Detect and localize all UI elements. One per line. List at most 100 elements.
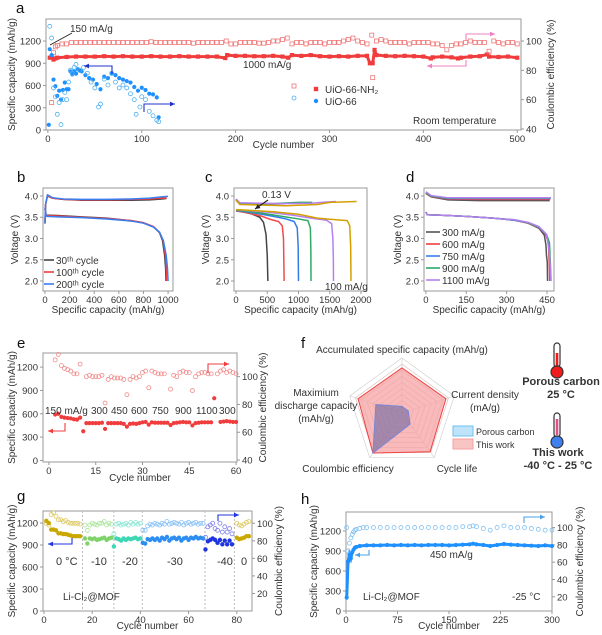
data-point: [439, 42, 445, 48]
porous-carbon-label: Porous carbon: [522, 376, 600, 388]
data-point: [176, 40, 182, 45]
arrow-right-axis-line: [143, 103, 175, 112]
ce-point: [68, 520, 73, 526]
ce-point: [198, 520, 204, 526]
data-point: [392, 40, 398, 45]
data-point: [233, 41, 239, 47]
data-point: [186, 54, 191, 59]
capacity-point: [217, 537, 223, 543]
y-tick-label: 1200: [17, 363, 38, 374]
y-tick-label: 900: [22, 541, 38, 552]
y2-tick-label: 40: [257, 571, 268, 582]
data-point: [318, 54, 323, 59]
data-point: [52, 94, 58, 100]
data-point: [474, 524, 479, 530]
data-point: [453, 542, 458, 548]
arrow-right-axis: [217, 512, 239, 521]
x-axis-label: Specific capacity (mAh/g): [433, 305, 546, 316]
thermometer-fluid: [555, 419, 559, 435]
data-point: [353, 526, 359, 532]
y-tick-label: 2.5: [25, 255, 38, 266]
arrow-left-axis-head: [84, 63, 89, 69]
data-point: [223, 38, 229, 44]
ce-point: [65, 520, 71, 525]
data-point: [453, 41, 459, 47]
data-point: [105, 75, 111, 81]
ce-point: [162, 521, 167, 527]
temperature-label: -20: [122, 556, 138, 568]
y-tick-label: 600: [22, 563, 38, 574]
y-tick-label: 0: [33, 456, 38, 467]
x-tick-label: 45: [184, 466, 195, 477]
data-point: [378, 37, 384, 42]
x-tick-label: 225: [493, 615, 509, 626]
y-axis-label: Voltage (V): [201, 215, 212, 264]
data-point: [336, 40, 342, 45]
legend-item: UiO-66: [291, 95, 357, 108]
y-tick-label: 0: [33, 607, 38, 618]
arrow-left-axis-line: [48, 538, 73, 545]
data-point: [144, 40, 149, 45]
series-1: [52, 351, 239, 406]
data-point: [510, 40, 515, 45]
ce-point: [166, 521, 172, 527]
data-point: [225, 53, 230, 58]
data-point: [74, 371, 80, 377]
y2-tick-label: 60: [242, 428, 253, 439]
data-point: [74, 417, 80, 422]
data-point: [124, 85, 130, 91]
data-point: [47, 23, 53, 29]
data-point: [501, 523, 507, 529]
data-point: [402, 53, 407, 58]
legend-marker-open: [291, 95, 297, 101]
x-tick-label: 200: [228, 134, 244, 145]
data-point: [146, 385, 152, 391]
ce-point: [147, 521, 153, 527]
y-tick-label: 900: [25, 59, 41, 70]
plot-frame: [45, 18, 522, 131]
data-point: [187, 420, 192, 425]
charge-curve: [235, 198, 337, 205]
data-point: [69, 70, 75, 76]
x-tick-label: 0: [45, 134, 50, 145]
data-point: [419, 525, 424, 530]
arrow-right-axis-line: [217, 514, 239, 521]
data-point: [59, 41, 65, 47]
data-point: [105, 82, 111, 88]
discharge-curve: [235, 210, 269, 282]
ce-point: [111, 531, 117, 537]
legend-label: 750 mA/g: [442, 252, 485, 263]
ce-point: [140, 527, 146, 533]
plot-frame: [42, 187, 174, 292]
ce-point: [125, 522, 131, 528]
legend-label: UiO-66: [325, 97, 357, 108]
ce-point: [188, 521, 194, 527]
arrow-left-axis: [427, 60, 467, 69]
data-point: [174, 374, 180, 380]
data-point: [477, 54, 482, 59]
data-point: [383, 53, 388, 58]
capacity-point: [46, 520, 51, 526]
data-point: [84, 70, 90, 76]
data-point: [377, 525, 383, 530]
pointer-arrow: [254, 199, 269, 210]
ce-point: [97, 520, 102, 526]
series-0: [53, 396, 239, 434]
data-point: [46, 122, 51, 127]
data-point: [101, 40, 107, 45]
data-point: [136, 374, 142, 380]
data-point: [113, 73, 118, 78]
y-tick-label: 3.5: [25, 213, 38, 224]
data-point: [289, 53, 295, 58]
this-work-label: This work: [532, 447, 584, 459]
capacity-point: [222, 538, 227, 543]
data-point: [284, 35, 290, 41]
data-point: [214, 40, 220, 45]
segment: [111, 520, 143, 549]
x-axis-label: Cycle number: [253, 140, 315, 151]
data-point: [345, 559, 351, 564]
ce-point: [227, 526, 232, 531]
ce-point: [113, 521, 119, 527]
data-point: [111, 40, 116, 45]
data-point: [146, 108, 152, 114]
